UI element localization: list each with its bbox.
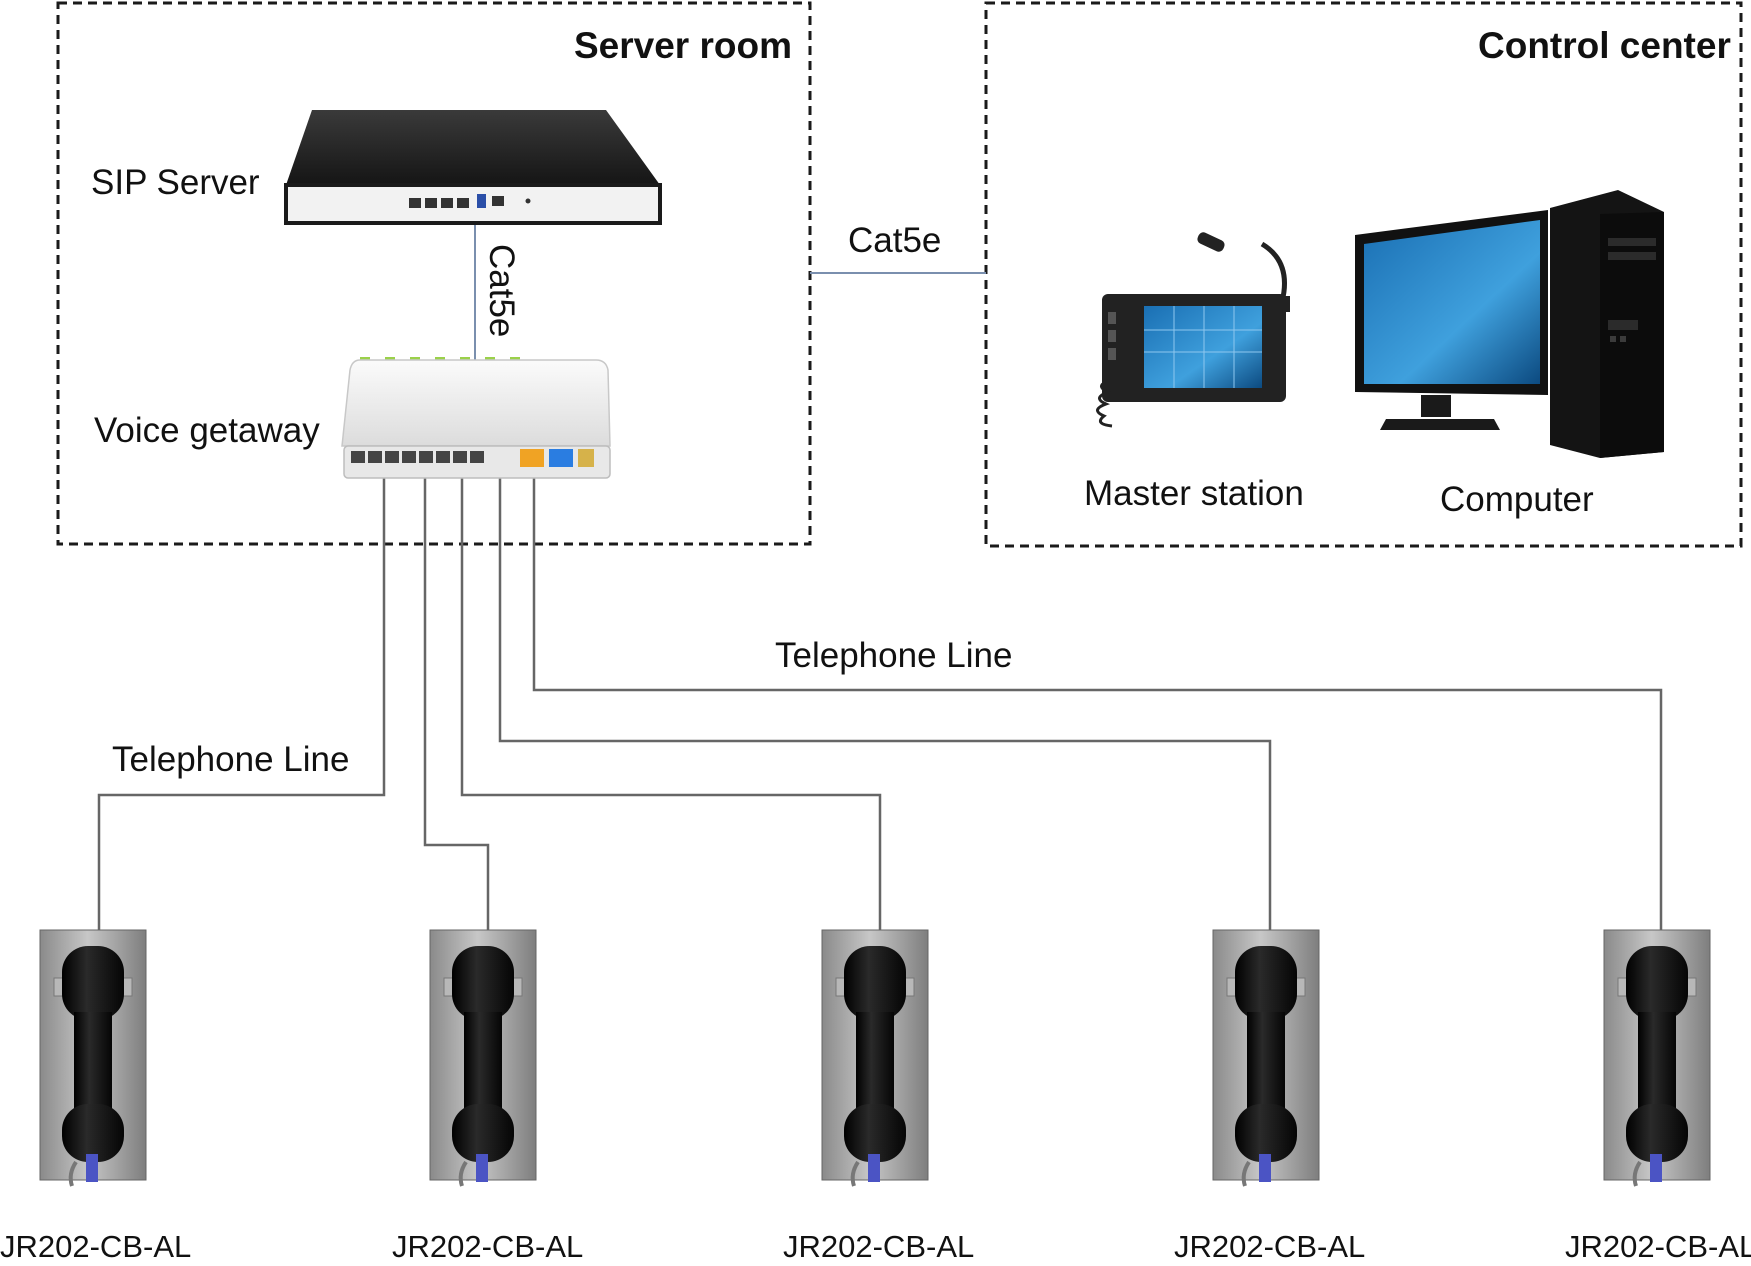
- phone-model-label-4: JR202-CB-AL: [1174, 1229, 1366, 1264]
- telephone-line-label-left: Telephone Line: [112, 740, 350, 779]
- telephone-line-2: [423, 478, 490, 930]
- telephone-line-1: [97, 478, 386, 930]
- paging-master-station-icon: [1096, 232, 1290, 428]
- master-station-label: Master station: [1084, 474, 1304, 513]
- cat5e-server-gateway-label: Cat5e: [482, 244, 521, 338]
- sip-server-label: SIP Server: [91, 163, 260, 202]
- desktop-computer-icon: [1355, 190, 1664, 458]
- server-room-title: Server room: [574, 25, 792, 66]
- telephone-lines: [97, 478, 1663, 930]
- emergency-phone-icon-2: [429, 929, 537, 1187]
- cat5e-control-link-label: Cat5e: [848, 221, 942, 260]
- voice-gateway-label: Voice getaway: [94, 411, 320, 450]
- emergency-phone-icon-1: [39, 929, 147, 1187]
- rack-server-icon: [284, 110, 662, 225]
- computer-label: Computer: [1440, 480, 1594, 519]
- control-center-zone: [984, 1, 1743, 548]
- voice-gateway-icon: [341, 357, 611, 479]
- phone-model-label-3: JR202-CB-AL: [783, 1229, 975, 1264]
- telephone-line-label-top: Telephone Line: [775, 636, 1013, 675]
- emergency-phone-icon-4: [1212, 929, 1320, 1187]
- emergency-phone-icon-5: [1603, 929, 1711, 1187]
- phone-model-label-5: JR202-CB-AL: [1565, 1229, 1751, 1264]
- phone-model-label-1: JR202-CB-AL: [0, 1229, 192, 1264]
- telephone-line-3: [460, 478, 882, 930]
- phone-model-label-2: JR202-CB-AL: [392, 1229, 584, 1264]
- telephone-line-4: [498, 478, 1272, 930]
- telephone-line-5: [532, 478, 1663, 930]
- control-center-title: Control center: [1478, 25, 1731, 66]
- emergency-phone-icon-3: [821, 929, 929, 1187]
